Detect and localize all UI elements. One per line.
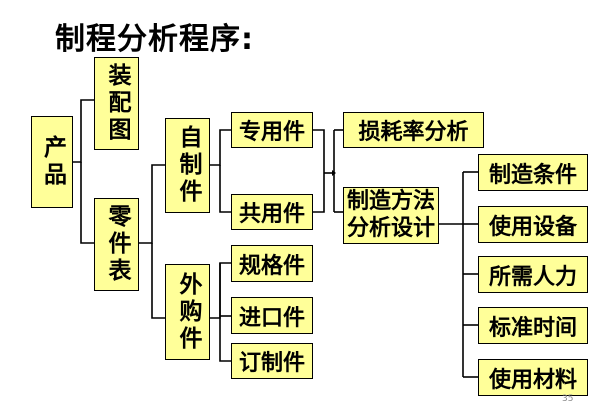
box-standard-time: 标准时间 (478, 307, 588, 344)
box-purchased: 外购件 (165, 264, 210, 360)
page-title: 制程分析程序: (55, 22, 254, 57)
box-common-parts: 共用件 (231, 194, 313, 230)
box-equipment: 使用设备 (478, 206, 588, 243)
link-parts-selfmade (139, 164, 165, 244)
box-conditions: 制造条件 (478, 154, 588, 191)
link-selfmade-special (210, 129, 231, 166)
box-product: 产品 (31, 116, 73, 208)
link-purchased-imported (219, 263, 231, 362)
box-manpower: 所需人力 (478, 256, 588, 293)
box-imported-parts: 进口件 (231, 297, 313, 334)
box-method-design: 制造方法 分析设计 (343, 187, 439, 244)
page-number: 35 (562, 394, 574, 404)
box-spec-parts: 规格件 (231, 245, 313, 282)
link-product-assembly (73, 99, 94, 163)
box-ordered-parts: 订制件 (231, 343, 313, 379)
link-product-parts (80, 162, 94, 244)
box-materials: 使用材料 (478, 359, 588, 396)
method-design-line-1: 制造方法 (346, 189, 435, 215)
box-parts-list: 零件表 (94, 198, 139, 291)
box-loss-rate-analysis: 损耗率分析 (343, 112, 484, 148)
link-special-merge (313, 129, 325, 213)
link-parts-purchased (151, 243, 165, 319)
link-selfmade-common (219, 165, 231, 213)
box-special-parts: 专用件 (231, 112, 313, 148)
arrow-head (332, 170, 336, 176)
box-assembly-drawing: 装配图 (94, 57, 139, 150)
method-design-line-2: 分析设计 (346, 215, 435, 241)
box-self-made: 自制件 (165, 118, 210, 213)
